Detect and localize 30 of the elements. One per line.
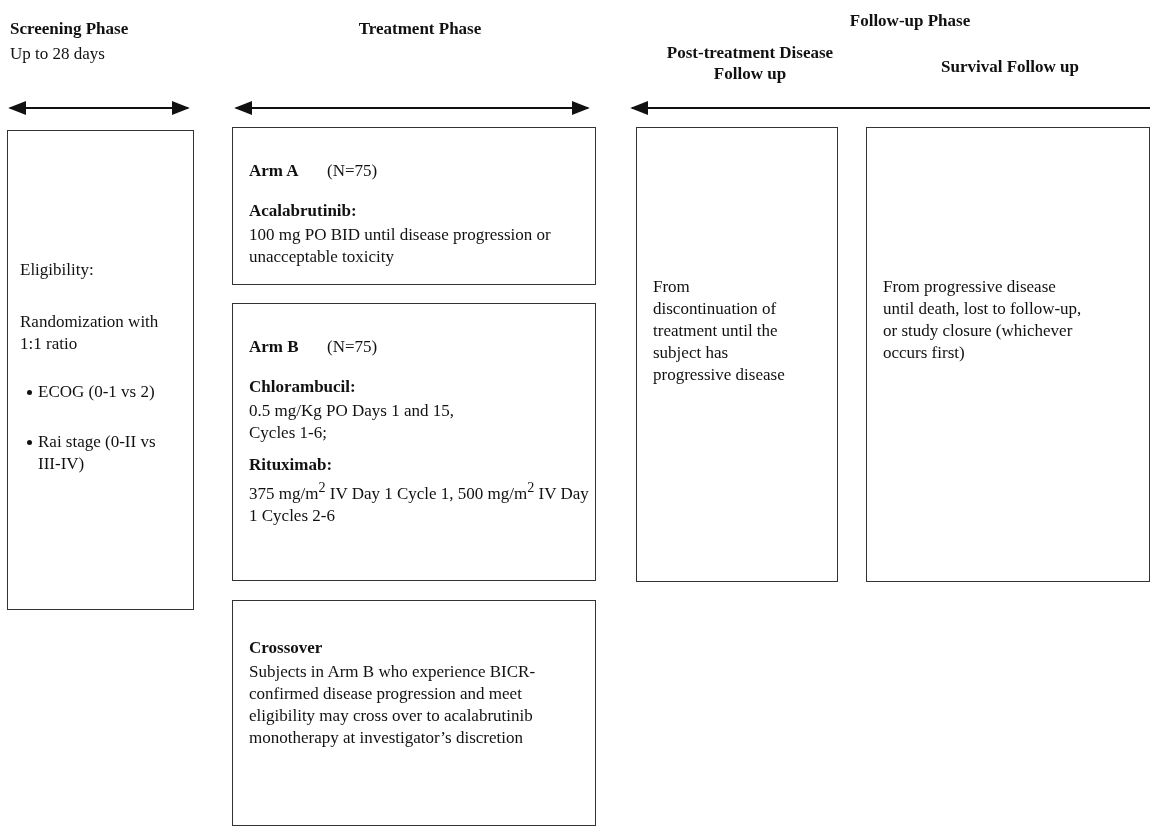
follow-up-box — [636, 127, 838, 582]
body-text: ECOG (0-1 vs 2) — [38, 381, 156, 403]
heading-text: Acalabrutinib: — [249, 200, 358, 222]
heading-text: Rituximab: — [249, 454, 334, 476]
phase-heading: Follow-up Phase — [848, 10, 972, 32]
body-text: Eligibility: — [20, 259, 95, 281]
phase-heading: Post-treatment Disease Follow up — [665, 42, 835, 85]
heading-text: Arm A — [249, 160, 300, 182]
heading-text: Chlorambucil: — [249, 376, 357, 398]
body-text: 100 mg PO BID until disease progression or unacceptable toxicity — [249, 224, 552, 269]
heading-text: Arm B — [249, 336, 300, 358]
body-text: Subjects in Arm B who experience BICR-confirmed disease progression and meet eligibility may cross over to acalabrutinib monotherapy at investigator’s discretion — [249, 661, 537, 750]
body-text: (N=75) — [327, 336, 379, 358]
treatment-arm-box — [232, 127, 596, 285]
phase-duration: Up to 28 days — [10, 43, 106, 65]
phase-heading: Screening Phase — [10, 18, 130, 40]
follow-up-box — [866, 127, 1150, 582]
phase-heading: Treatment Phase — [357, 18, 483, 40]
body-text: 375 mg/m$^{2}$ IV Day 1 Cycle 1, 500 mg/m$^{2}$ IV Day 1 Cycles 2-6 — [249, 478, 589, 527]
body-text: From progressive disease until death, lost to follow-up, or study closure (whichever occurs first) — [883, 276, 1083, 365]
phase-heading: Survival Follow up — [940, 56, 1080, 78]
crossover-box — [232, 600, 596, 826]
body-text: Randomization with 1:1 ratio — [20, 311, 160, 356]
treatment-arm-box — [232, 303, 596, 581]
body-text: (N=75) — [327, 160, 379, 182]
body-text: From discontinuation of treatment until the subject has progressive disease — [653, 276, 786, 387]
eligibility-box — [7, 130, 194, 610]
body-text: Rai stage (0-II vs III-IV) — [38, 431, 157, 476]
heading-text: Crossover — [249, 637, 324, 659]
body-text: 0.5 mg/Kg PO Days 1 and 15, Cycles 1-6; — [249, 400, 455, 445]
